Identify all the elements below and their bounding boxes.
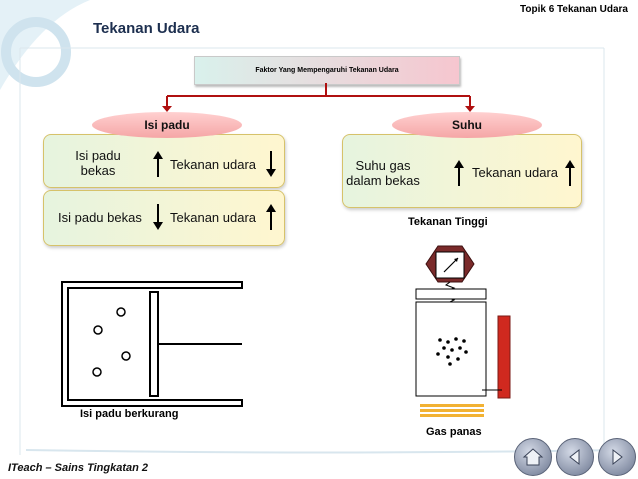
up-arrow-icon: [153, 151, 163, 177]
volume-panel-2: [43, 190, 285, 246]
piston-container-illustration: [61, 281, 243, 407]
volume-effect-1: Tekanan udara: [170, 157, 257, 172]
next-button[interactable]: [598, 438, 636, 476]
home-icon: [522, 448, 544, 466]
topic-label: Topik 6 Tekanan Udara: [520, 4, 628, 15]
home-button[interactable]: [514, 438, 552, 476]
page-title: Tekanan Udara: [93, 20, 200, 37]
arrow-right-icon: [612, 448, 623, 466]
volume-cause-1: Isi padu bekas: [75, 148, 121, 178]
volume-heading: Isi padu: [92, 112, 242, 138]
up-arrow-icon: [266, 204, 276, 230]
down-arrow-icon: [153, 204, 163, 230]
previous-button[interactable]: [556, 438, 594, 476]
temperature-effect: Tekanan udara: [472, 165, 559, 180]
footer-credit: ITeach – Sains Tingkatan 2: [8, 462, 148, 474]
heated-gas-container-illustration: [415, 245, 511, 417]
up-arrow-icon: [454, 160, 464, 186]
up-arrow-icon: [565, 160, 575, 186]
down-arrow-icon: [266, 151, 276, 177]
temperature-caption: Gas panas: [426, 426, 482, 438]
temperature-cause: Suhu gas dalam bekas: [346, 158, 420, 188]
factor-box: Faktor Yang Mempengaruhi Tekanan Udara: [194, 56, 460, 85]
temperature-heading: Suhu: [392, 112, 542, 138]
volume-caption: Isi padu berkurang: [80, 408, 179, 420]
volume-effect-2: Tekanan udara: [170, 210, 257, 225]
temperature-panel: [342, 134, 582, 208]
pressure-label: Tekanan Tinggi: [408, 216, 488, 228]
arrow-left-icon: [569, 448, 580, 466]
volume-cause-2: Isi padu bekas: [58, 210, 142, 225]
